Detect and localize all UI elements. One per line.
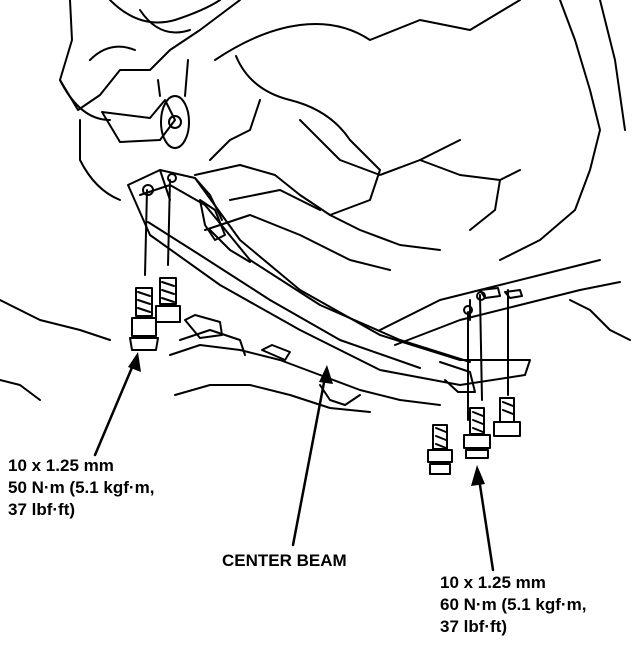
arrow-left-bolt xyxy=(93,356,138,457)
center-beam xyxy=(127,169,531,393)
leader-arrows xyxy=(93,352,495,572)
arrowhead-right-bolt xyxy=(471,465,485,486)
engine-block-outline xyxy=(59,0,241,201)
arrowhead-left-bolt xyxy=(128,352,141,372)
arrow-right-bolt xyxy=(476,470,495,572)
left-bolt-size: 10 x 1.25 mm xyxy=(8,456,114,475)
arrow-center-beam xyxy=(291,370,328,547)
right-bolt-torque-cont: 37 lbf·ft) xyxy=(440,617,508,636)
left-bolt-torque-cont: 37 lbf·ft) xyxy=(8,500,76,519)
center-beam-label: CENTER BEAM xyxy=(222,551,347,570)
body-floor-outline xyxy=(194,0,626,271)
right-bolt-trio xyxy=(427,289,521,475)
left-bolt-torque: 50 N·m (5.1 kgf·m, xyxy=(8,478,155,497)
right-bolt-torque: 60 N·m (5.1 kgf·m, xyxy=(440,595,587,614)
front-subframe xyxy=(379,259,631,346)
center-beam-callout: CENTER BEAM xyxy=(222,550,347,572)
left-bolt-callout: 10 x 1.25 mm 50 N·m (5.1 kgf·m, 37 lbf·f… xyxy=(8,455,154,521)
arrowhead-center-beam xyxy=(319,365,333,384)
right-bolt-callout: 10 x 1.25 mm 60 N·m (5.1 kgf·m, 37 lbf·f… xyxy=(440,572,586,638)
right-bolt-size: 10 x 1.25 mm xyxy=(440,573,546,592)
left-bolt-pair xyxy=(129,173,181,351)
lower-body-outline xyxy=(0,299,441,413)
